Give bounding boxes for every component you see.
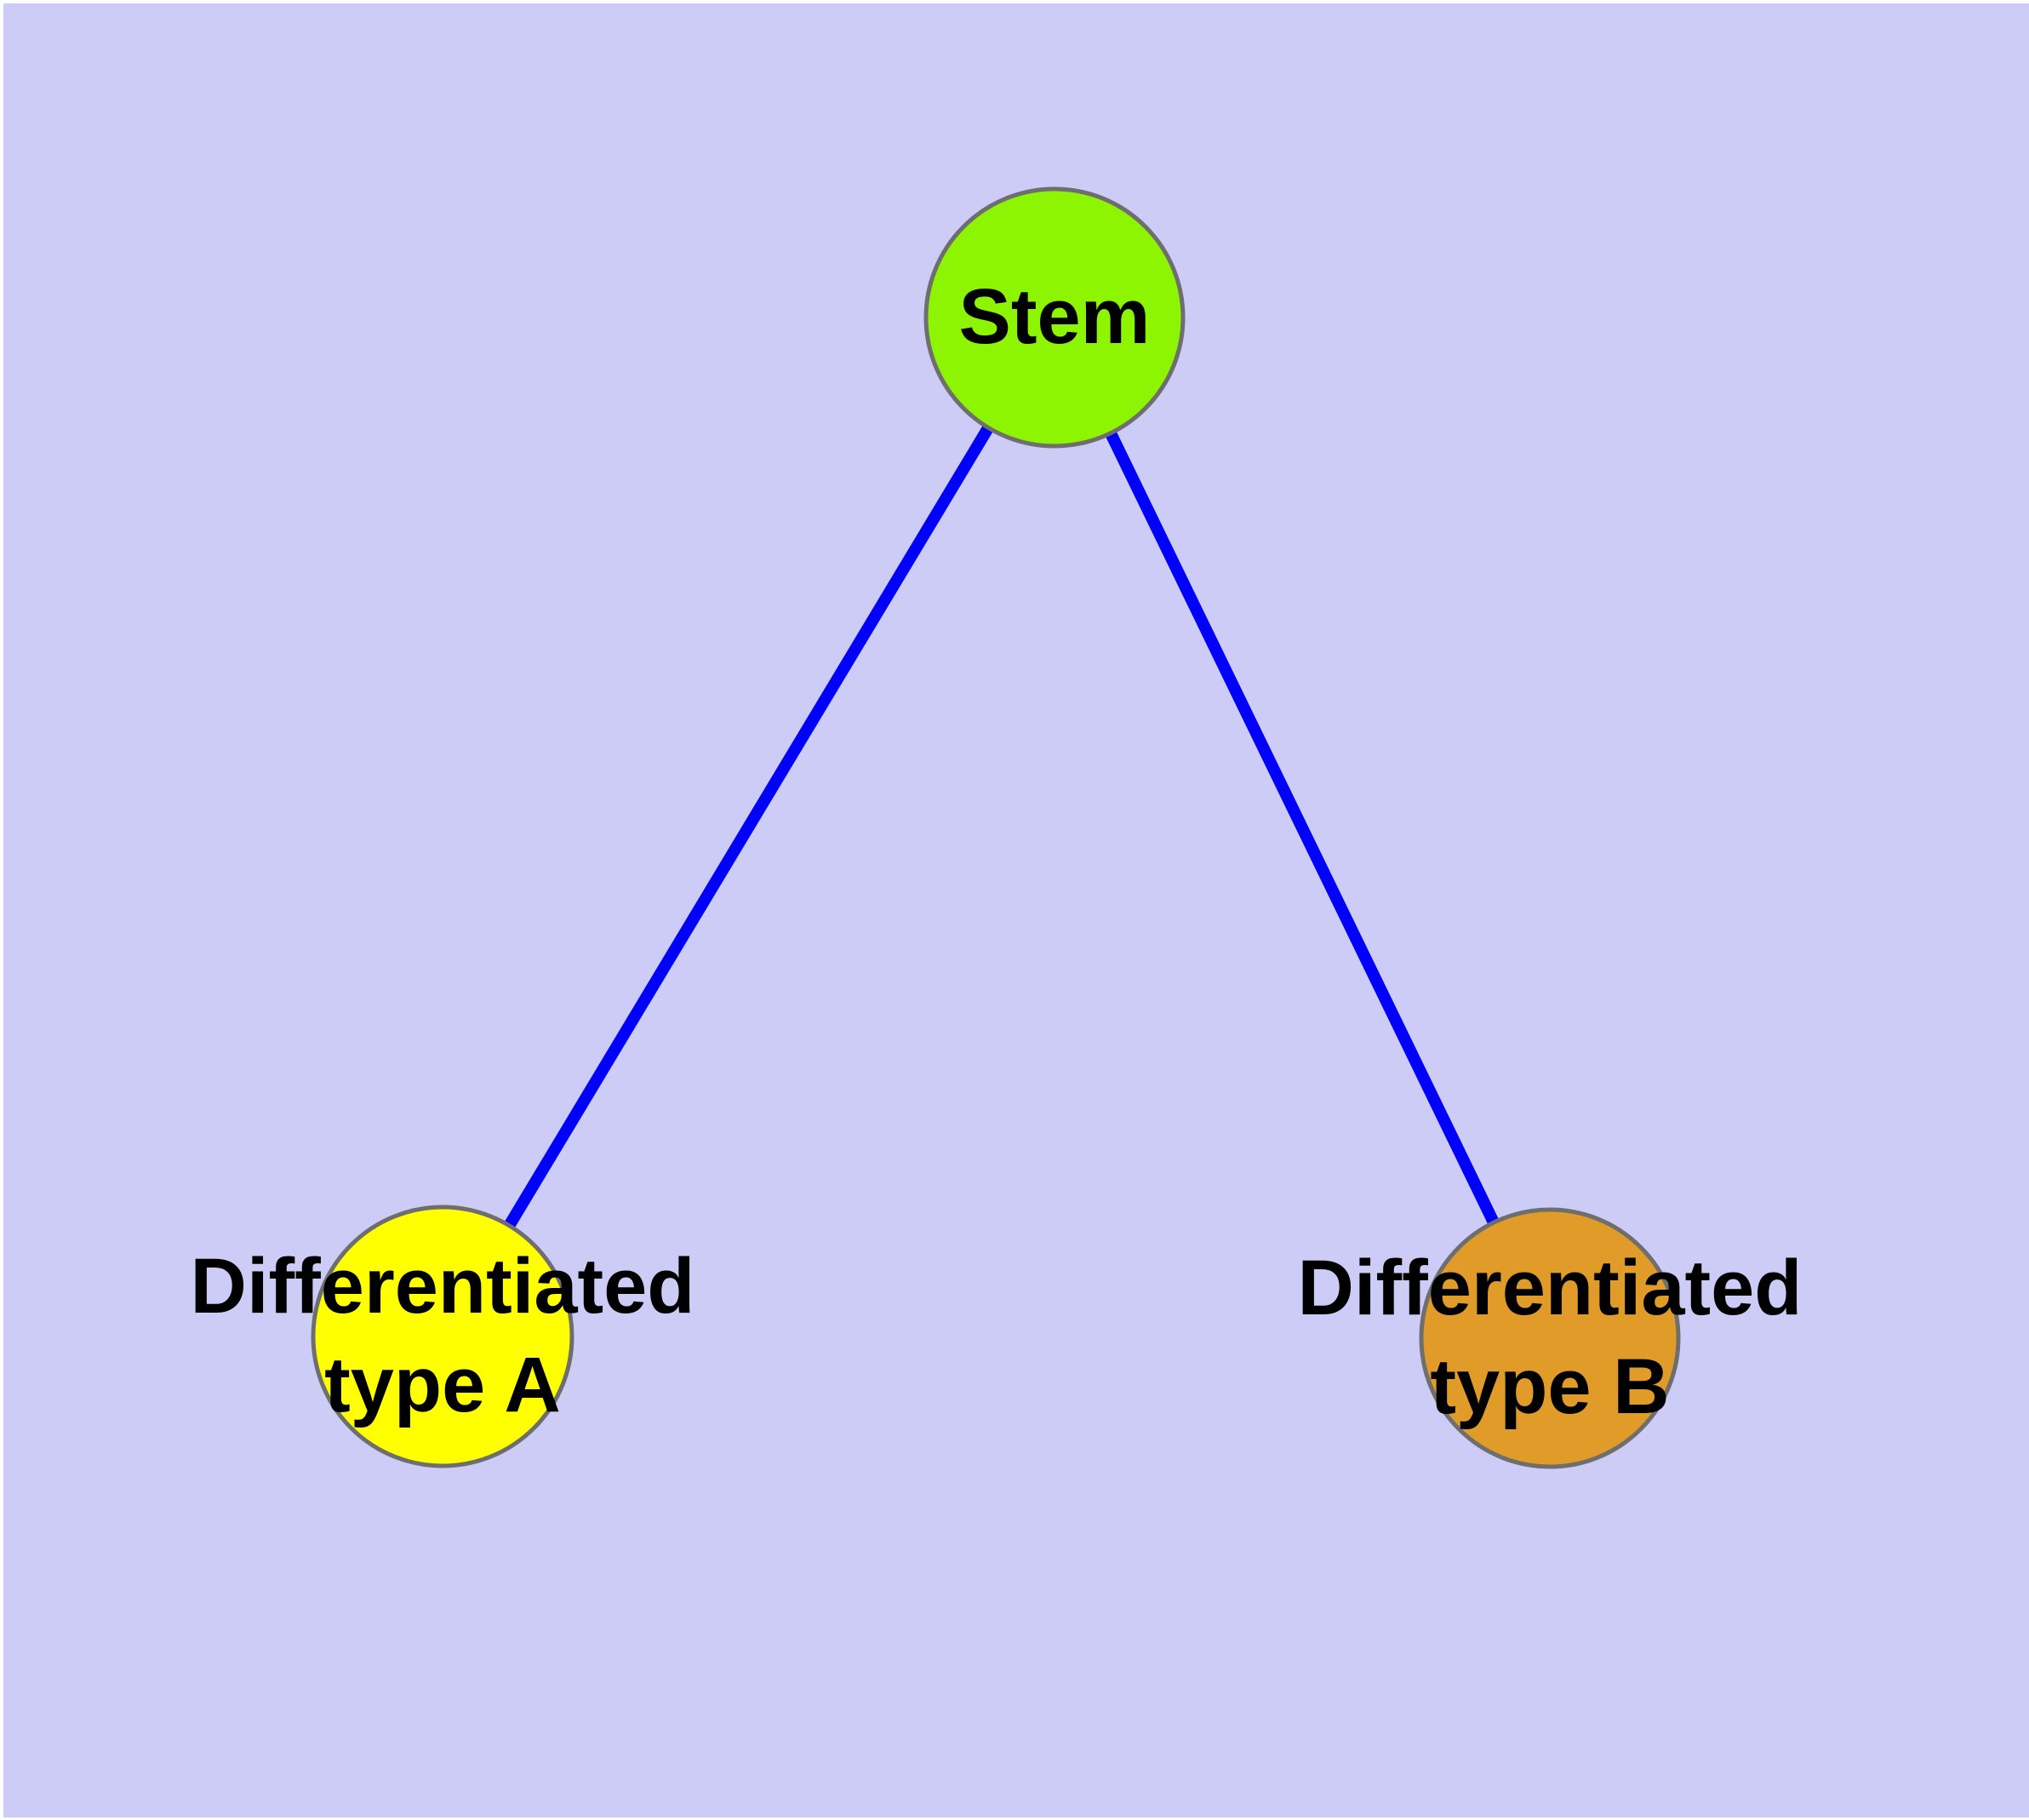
edge-stem-to-type-a [437,314,1060,1340]
node-circle-type-b [1419,1207,1681,1469]
node-label-line: Stem [958,273,1151,361]
node-label-line: Differentiated [1297,1245,1803,1332]
node-label-line: type A [324,1342,561,1428]
node-circle-type-a [311,1205,574,1468]
edge-stem-to-type-b [1049,314,1556,1342]
node-circle-stem [923,186,1186,449]
node-label-type-b: Differentiated type B [1298,1239,1803,1437]
node-label-stem: Stem [959,268,1151,367]
node-label-line: Differentiated [190,1243,695,1331]
node-label-line: type B [1430,1343,1670,1430]
node-label-type-a: Differentiated type A [191,1238,695,1435]
